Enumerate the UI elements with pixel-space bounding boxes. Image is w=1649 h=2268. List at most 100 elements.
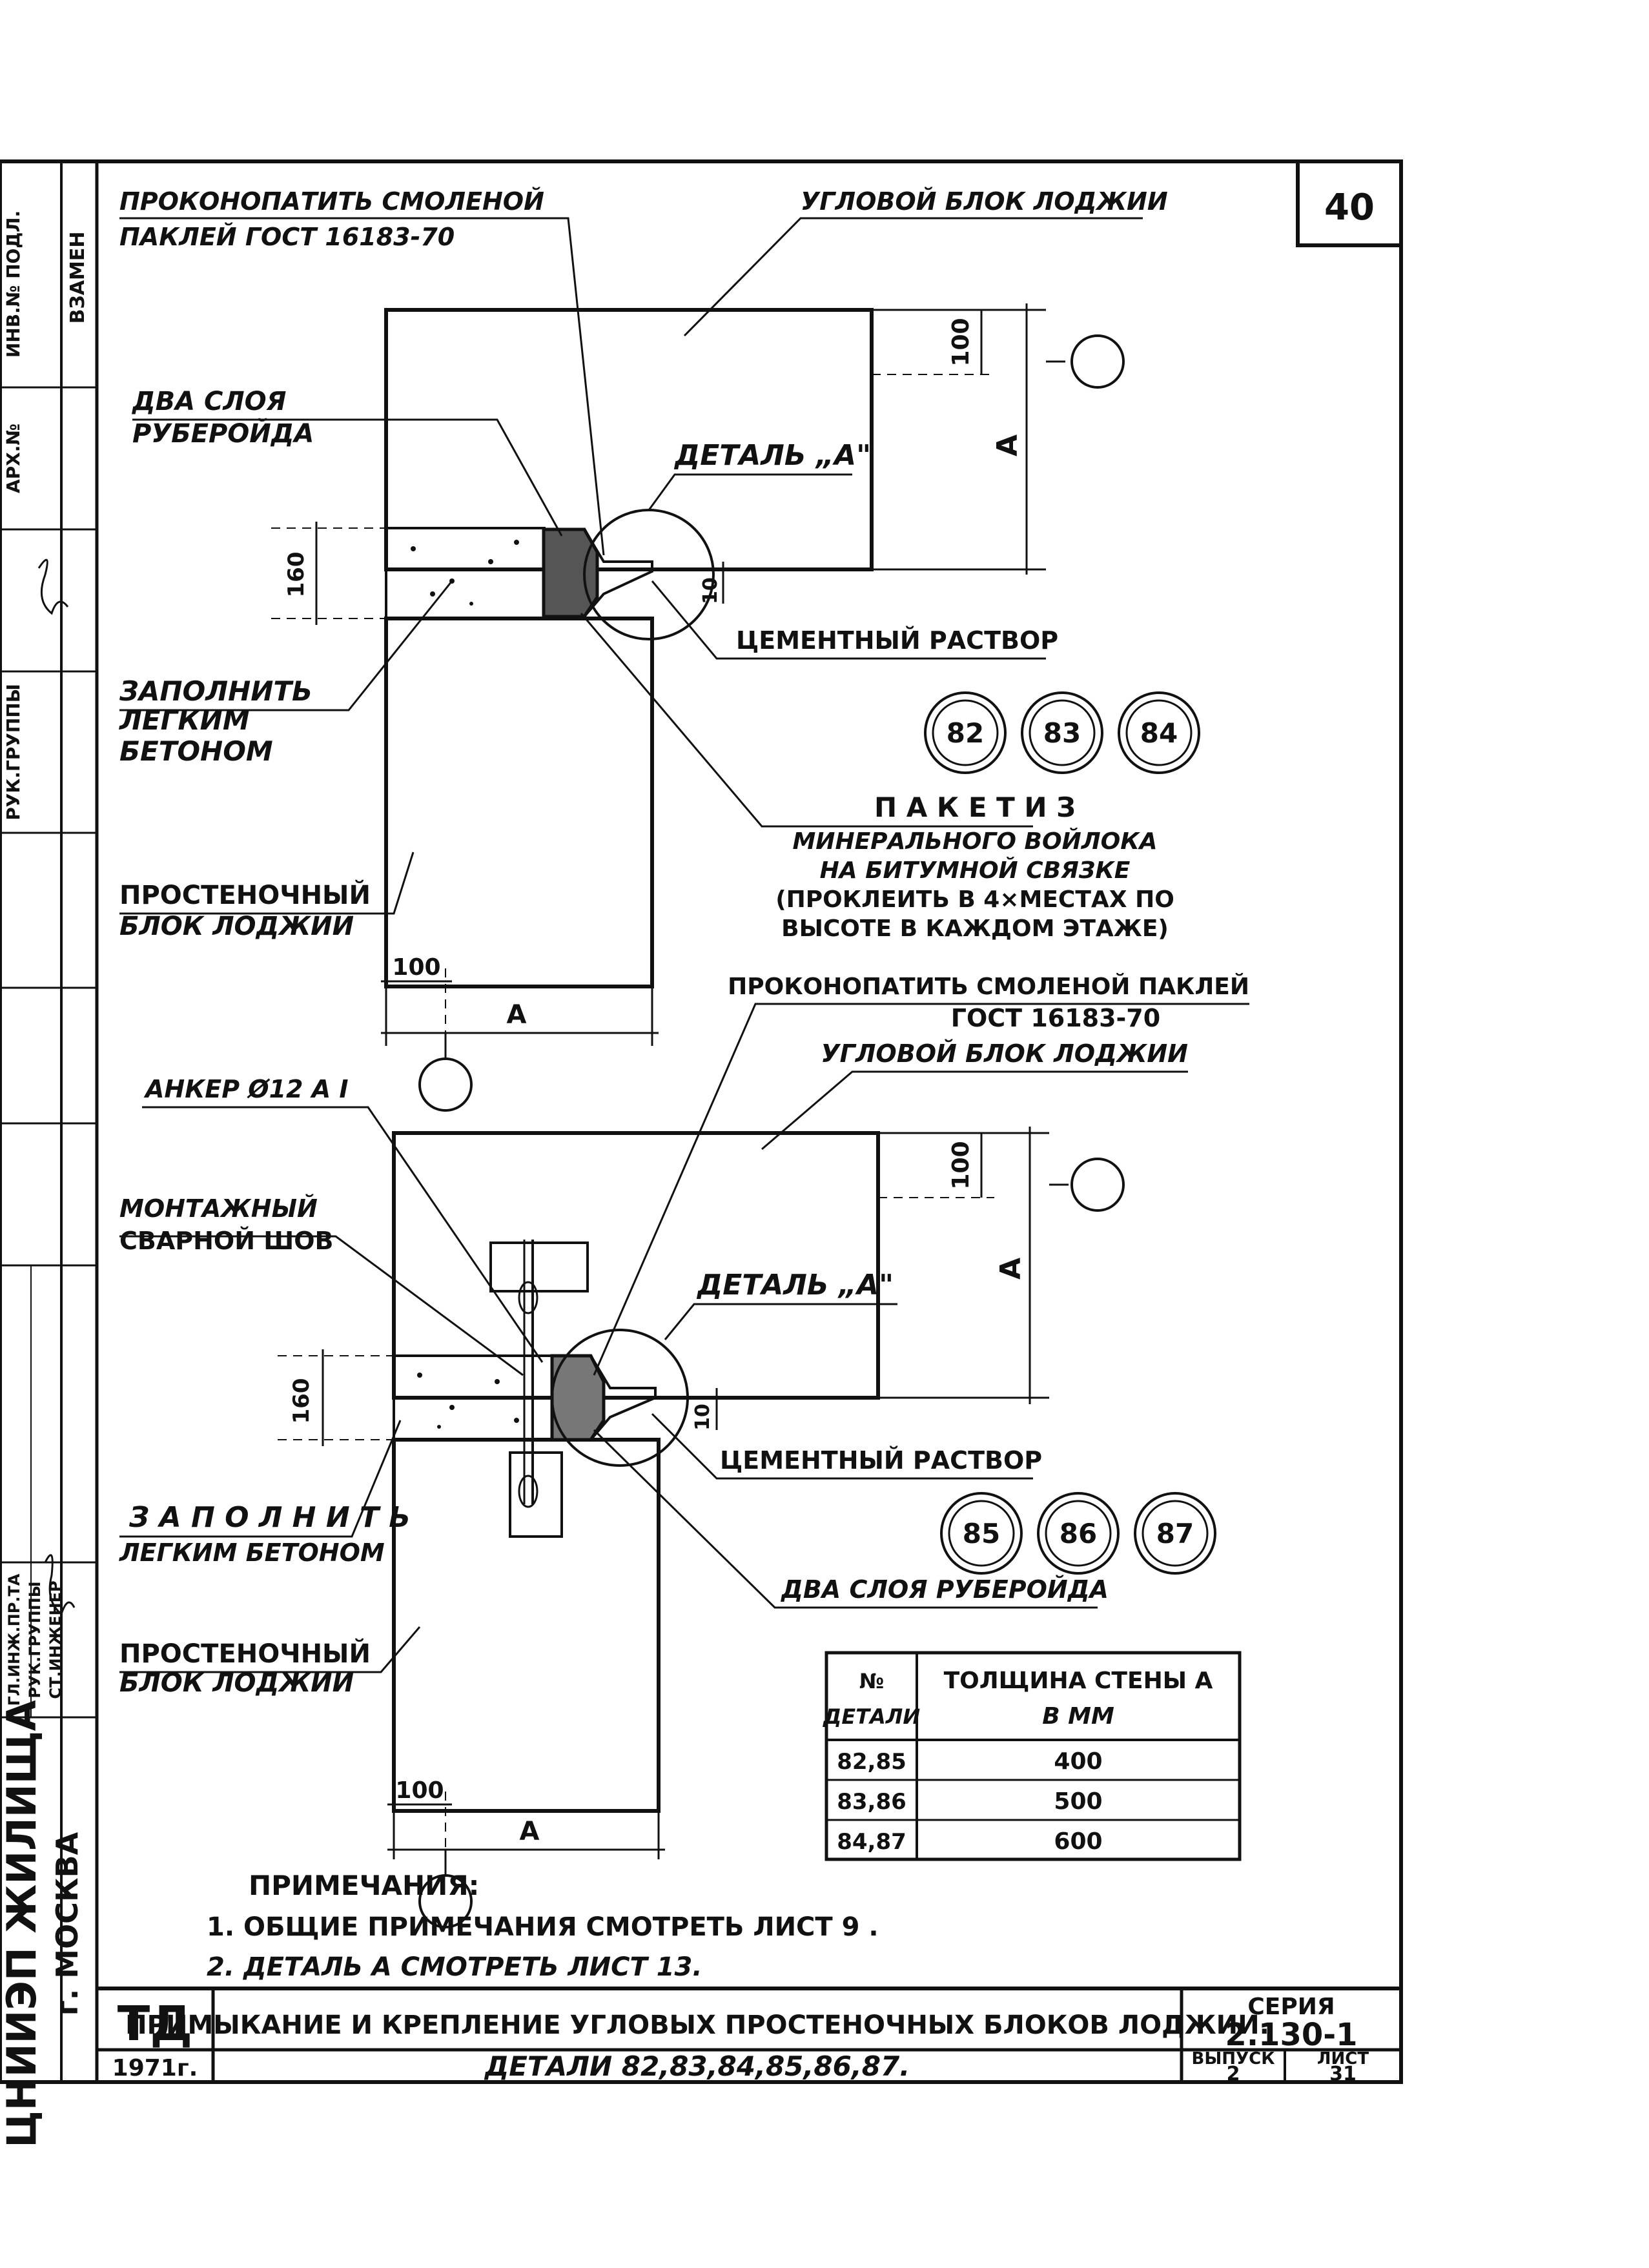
stamp-label-group-lead-2: РУК.ГРУППЫ [26, 1581, 44, 1698]
sheet-frame [0, 159, 1403, 2084]
detail-marker-label: 84 [1140, 717, 1178, 749]
table-row: 83,86 [837, 1789, 906, 1815]
signature-mark [44, 1554, 76, 1616]
dim-10-2: 10 [691, 1404, 714, 1431]
label-weld-b: СВАРНОЙ ШОВ [119, 1227, 333, 1255]
issue-label: ВЫПУСК [1192, 2049, 1275, 2069]
corner-block-2 [392, 1131, 880, 1400]
label-caulk-line2: ПАКЛЕЙ ГОСТ 16183-70 [119, 223, 455, 251]
label-wall-block-1a: ПРОСТЕНОЧНЫЙ [119, 879, 371, 910]
issue-value: 2 [1227, 2063, 1240, 2085]
dim-160-1: 160 [283, 552, 309, 598]
dim-160-2: 160 [289, 1378, 314, 1424]
stamp-label-senior-eng: СТ.ИНЖЕНЕР [46, 1580, 65, 1699]
sheet-value: 31 [1329, 2063, 1357, 2085]
stamp-organization: ЦНИИЭП ЖИЛИЩА [0, 1700, 45, 2148]
dim-100-top-2: 100 [948, 1141, 974, 1189]
label-caulk-2b: ГОСТ 16183-70 [951, 1004, 1160, 1032]
label-fill-1b: ЛЕГКИМ [118, 704, 250, 736]
label-fill-2a: З А П О Л Н И Т Ь [128, 1501, 411, 1534]
label-anchor: АНКЕР Ø12 А I [143, 1075, 349, 1103]
sheet-number-box [1296, 159, 1403, 247]
label-packet-5: ВЫСОТЕ В КАЖДОМ ЭТАЖЕ) [781, 915, 1169, 942]
label-roofing-2: ДВА СЛОЯ РУБЕРОЙДА [781, 1575, 1109, 1604]
detail-marker-87 [1134, 1492, 1216, 1575]
label-caulk-2a: ПРОКОНОПАТИТЬ СМОЛЕНОЙ ПАКЛЕЙ [728, 973, 1249, 1000]
stamp-label-replaced: ВЗАМЕН [67, 232, 89, 324]
label-wall-block-2b: БЛОК ЛОДЖИИ [119, 1668, 354, 1698]
detail-marker-label: 87 [1156, 1518, 1194, 1549]
table-row: 400 [1054, 1748, 1102, 1775]
series-value: 2.130-1 [1225, 2017, 1357, 2053]
series-label: СЕРИЯ [1247, 1994, 1335, 2020]
label-detail-a-2: ДЕТАЛЬ „А" [696, 1269, 894, 1302]
label-fill-1c: БЕТОНОМ [119, 735, 273, 767]
dim-100-bottom-1: 100 [392, 954, 440, 981]
sheet-label: ЛИСТ [1317, 2049, 1369, 2069]
detail-marker-84 [1118, 691, 1200, 774]
detail-1: 100 А 160 10 100 А ПРОКОНОПАТИТЬ СМОЛЕН [118, 187, 1200, 1112]
drawing-subtitle: ДЕТАЛИ 82,83,84,85,86,87. [484, 2050, 910, 2082]
signature-mark [37, 558, 69, 615]
felt-packet-1 [542, 527, 599, 618]
detail-marker-82 [924, 691, 1007, 774]
axis-bubble-2 [418, 1057, 473, 1112]
stamp-label-chief-eng: ГЛ.ИНЖ.ПР.ТА [5, 1573, 23, 1706]
table-header-thickness-1: ТОЛЩИНА СТЕНЫ А [944, 1668, 1213, 1694]
detail-marker-label: 83 [1043, 717, 1081, 749]
label-detail-a-1: ДЕТАЛЬ „А" [673, 439, 871, 472]
table-row: 84,87 [837, 1829, 906, 1855]
label-cement-2: ЦЕМЕНТНЫЙ РАСТВОР [720, 1446, 1042, 1475]
table-row: 82,85 [837, 1749, 906, 1775]
label-corner-block-2: УГЛОВОЙ БЛОК ЛОДЖИИ [821, 1039, 1188, 1068]
detail-marker-86 [1037, 1492, 1120, 1575]
axis-bubble-4 [418, 1874, 473, 1928]
axis-bubble-1 [1070, 334, 1125, 389]
axis-bubble-3 [1070, 1158, 1125, 1212]
stamp-label-group-lead: РУК.ГРУППЫ [3, 684, 24, 820]
note-2: 2. ДЕТАЛЬ А СМОТРЕТЬ ЛИСТ 13. [207, 1952, 702, 1982]
leader-caulk-1 [119, 217, 605, 556]
dim-a-bottom-2: А [520, 1817, 540, 1846]
label-roofing-1b: РУБЕРОЙДА [132, 418, 314, 449]
detail-marker-83 [1021, 691, 1103, 774]
table-row: 500 [1054, 1788, 1102, 1815]
dim-100-bottom-2: 100 [395, 1777, 444, 1804]
thickness-table: № ДЕТАЛИ ТОЛЩИНА СТЕНЫ А В ММ 82,85 400 … [823, 1651, 1242, 1861]
leader-caulk-2 [593, 1003, 1249, 1376]
drawing-title: ПРИМЫКАНИЕ И КРЕПЛЕНИЕ УГЛОВЫХ ПРОСТЕНОЧ… [125, 2010, 1269, 2040]
label-weld-a: МОНТАЖНЫЙ [119, 1194, 318, 1223]
label-packet-2: МИНЕРАЛЬНОГО ВОЙЛОКА [792, 828, 1157, 855]
wall-block-2 [392, 1438, 661, 1813]
label-corner-block-1: УГЛОВОЙ БЛОК ЛОДЖИИ [801, 187, 1168, 216]
stamp-label-archive: АРХ.№ [3, 424, 24, 493]
label-packet-1: П А К Е Т И З [874, 792, 1076, 823]
detail-a-circle-2 [551, 1329, 689, 1467]
detail-marker-85 [940, 1492, 1023, 1575]
table-header-detail-1: № [859, 1669, 885, 1693]
drawing-year: 1971г. [112, 2055, 198, 2081]
title-block: ТД ПРИМЫКАНИЕ И КРЕПЛЕНИЕ УГЛОВЫХ ПРОСТЕ… [97, 1987, 1401, 2085]
notes-heading: ПРИМЕЧАНИЯ: [249, 1870, 479, 1901]
detail-marker-label: 82 [947, 717, 984, 749]
sheet-number: 40 [1324, 187, 1375, 229]
stamp-city: г. МОСКВА [50, 1832, 85, 2016]
wall-block-1 [384, 617, 654, 988]
detail-marker-label: 86 [1060, 1518, 1097, 1549]
dim-a-right-1: А [991, 434, 1024, 456]
light-concrete-fill-1 [385, 527, 546, 620]
label-roofing-1a: ДВА СЛОЯ [131, 387, 286, 416]
dim-10-1: 10 [699, 577, 722, 604]
anchor-plate-top [489, 1241, 589, 1292]
corner-block-1 [384, 308, 874, 571]
label-packet-4: (ПРОКЛЕИТЬ В 4×МЕСТАХ ПО [775, 886, 1174, 913]
detail-marker-label: 85 [963, 1518, 1000, 1549]
table-row: 600 [1054, 1828, 1102, 1855]
label-cement-1: ЦЕМЕНТНЫЙ РАСТВОР [736, 626, 1058, 655]
dim-a-bottom-1: А [507, 1000, 527, 1030]
document-code: ТД [118, 1996, 192, 2052]
note-1: 1. ОБЩИЕ ПРИМЕЧАНИЯ СМОТРЕТЬ ЛИСТ 9 . [207, 1912, 879, 1942]
table-header-thickness-2: В ММ [1042, 1703, 1114, 1730]
label-packet-3: НА БИТУМНОЙ СВЯЗКЕ [820, 857, 1131, 884]
